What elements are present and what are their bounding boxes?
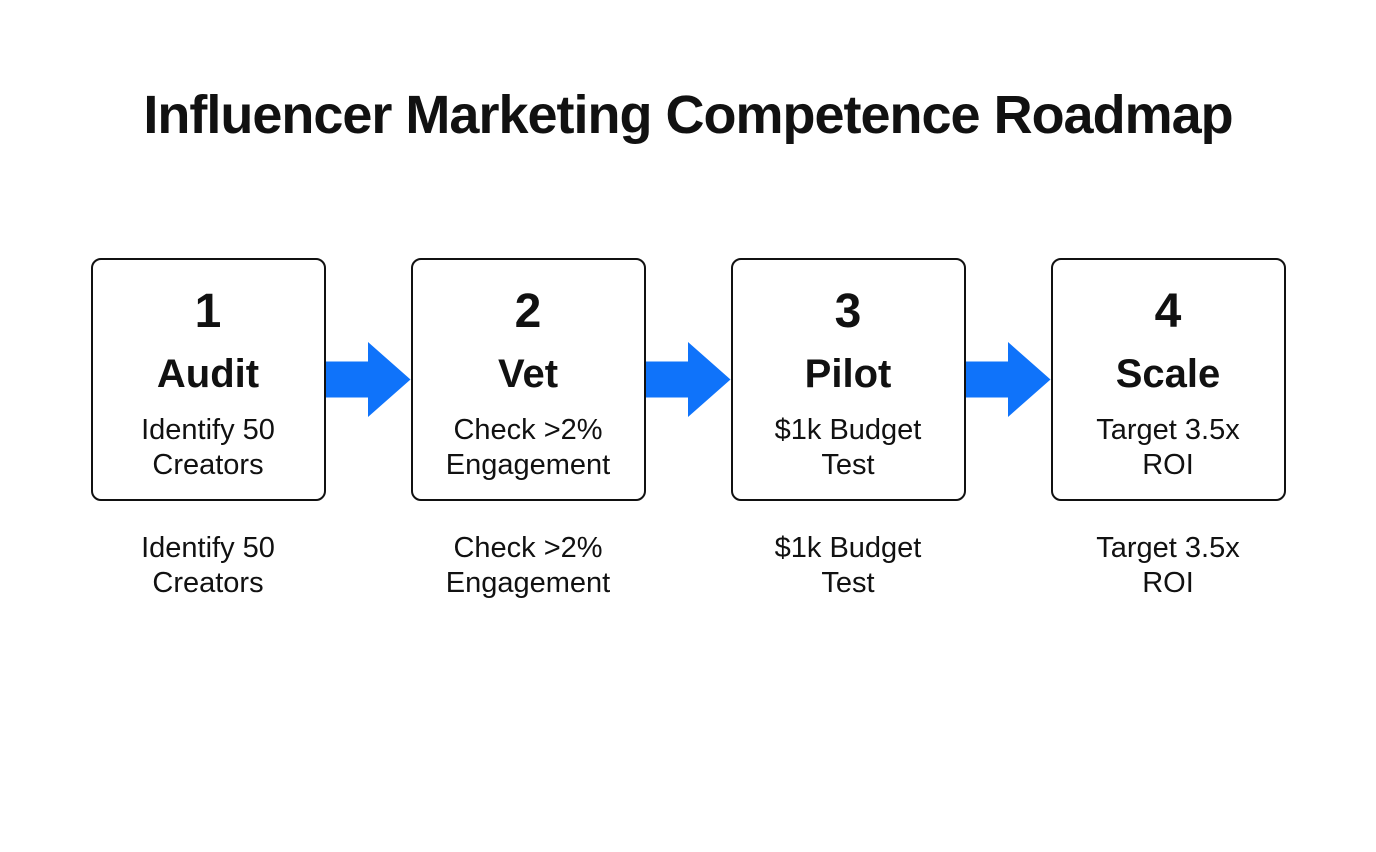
- step-caption: $1k Budget Test: [774, 532, 922, 600]
- arrow-right-icon: [325, 342, 411, 417]
- step-caption: Check >2% Engagement: [445, 532, 611, 600]
- step-number: 2: [514, 285, 542, 338]
- step-detail: Target 3.5x ROI: [1096, 414, 1240, 482]
- step-label: Vet: [497, 352, 559, 396]
- caption-row: Identify 50 Creators Check >2% Engagemen…: [0, 531, 1376, 602]
- step-box-vet: 2 Vet Check >2% Engagement: [410, 258, 646, 501]
- arrow-right-icon: [965, 342, 1051, 417]
- arrow-right-icon: [645, 342, 731, 417]
- step-caption: Identify 50 Creators: [141, 532, 275, 600]
- step-number: 4: [1154, 285, 1182, 338]
- step-box-audit: 1 Audit Identify 50 Creators: [90, 258, 326, 501]
- step-label: Audit: [156, 352, 260, 396]
- step-box-scale: 4 Scale Target 3.5x ROI: [1050, 258, 1286, 501]
- page-title: Influencer Marketing Competence Roadmap: [143, 85, 1233, 145]
- step-detail: $1k Budget Test: [774, 414, 922, 482]
- step-caption: Target 3.5x ROI: [1096, 532, 1240, 600]
- roadmap-page: Influencer Marketing Competence Roadmap …: [0, 84, 1376, 852]
- step-number: 3: [834, 285, 862, 338]
- step-label: Pilot: [804, 352, 892, 396]
- step-label: Scale: [1115, 352, 1221, 396]
- step-box-pilot: 3 Pilot $1k Budget Test: [730, 258, 966, 501]
- step-detail: Identify 50 Creators: [141, 414, 275, 482]
- step-number: 1: [194, 285, 222, 338]
- step-detail: Check >2% Engagement: [445, 414, 611, 482]
- roadmap-flow: 1 Audit Identify 50 Creators 2 Vet Check…: [0, 258, 1376, 501]
